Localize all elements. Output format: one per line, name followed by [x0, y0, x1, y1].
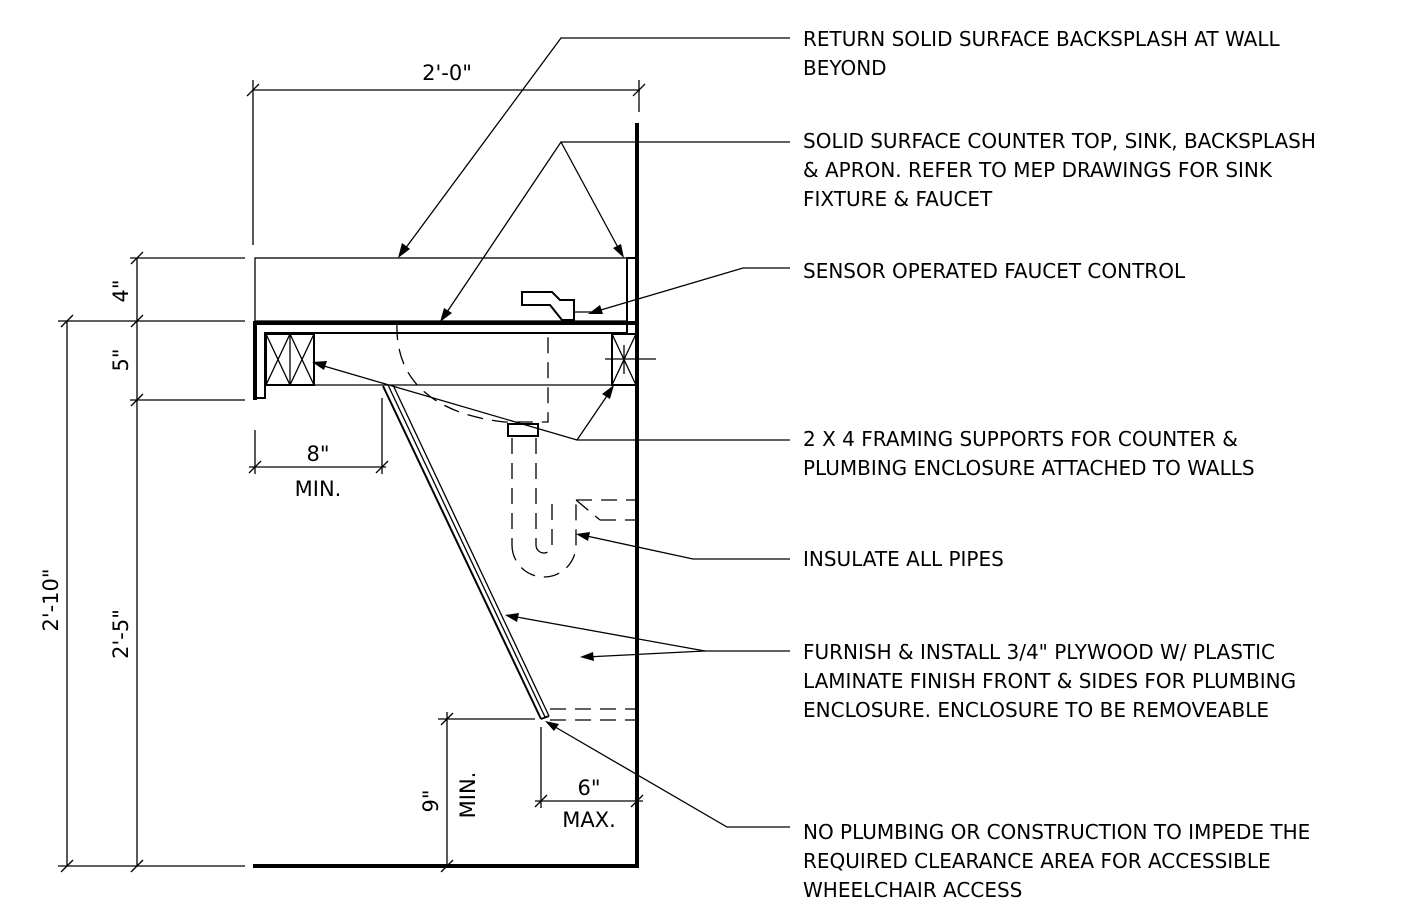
dim-knee-depth-label: 8"	[306, 442, 329, 466]
dim-backsplash-apron	[130, 251, 245, 407]
framing-block-rear	[605, 333, 656, 386]
leader-clearance-area	[545, 721, 790, 828]
p-trap-hidden	[511, 438, 637, 578]
note-insulate-pipes: INSULATE ALL PIPES	[803, 547, 1004, 571]
leader-insulate-pipes	[576, 532, 790, 560]
note-return-backsplash: RETURN SOLID SURFACE BACKSPLASH AT WALL …	[803, 27, 1286, 80]
note-faucet-control: SENSOR OPERATED FAUCET CONTROL	[803, 259, 1186, 283]
dim-toe-depth-note: MAX.	[562, 808, 616, 832]
counter-top-profile	[253, 321, 639, 400]
leader-faucet-control	[588, 267, 790, 314]
note-clearance-area: NO PLUMBING OR CONSTRUCTION TO IMPEDE TH…	[803, 820, 1317, 902]
dim-overall-height	[58, 314, 130, 873]
dim-toe-depth	[534, 727, 644, 808]
dim-toe-height	[438, 712, 535, 873]
note-counter-top: SOLID SURFACE COUNTER TOP, SINK, BACKSPL…	[803, 129, 1322, 211]
return-backsplash-outline	[254, 257, 628, 322]
plywood-enclosure-panel	[382, 384, 550, 720]
dim-knee-height	[130, 400, 245, 873]
dim-knee-height-label: 2'-5"	[109, 609, 133, 659]
dim-toe-depth-label: 6"	[577, 776, 600, 800]
framing-block-front	[265, 333, 315, 386]
dim-toe-height-note: MIN.	[456, 772, 480, 819]
leader-framing-supports	[312, 361, 790, 441]
leader-plywood-enclosure	[505, 613, 790, 661]
sink-bowl-hidden	[396, 323, 549, 423]
dim-overall-height-label: 2'-10"	[39, 568, 63, 631]
note-framing-supports: 2 X 4 FRAMING SUPPORTS FOR COUNTER & PLU…	[803, 427, 1255, 480]
faucet	[521, 291, 600, 321]
dim-backsplash-label: 4"	[109, 279, 133, 302]
dim-knee-depth	[248, 398, 389, 474]
dim-top-width-label: 2'-0"	[422, 61, 472, 85]
dim-top-width	[246, 80, 646, 245]
leader-return-backsplash	[398, 37, 790, 258]
leader-counter-top	[440, 141, 790, 322]
note-plywood-enclosure: FURNISH & INSTALL 3/4" PLYWOOD W/ PLASTI…	[803, 640, 1302, 722]
apron-front	[255, 257, 637, 399]
dim-knee-depth-note: MIN.	[295, 477, 342, 501]
dim-toe-height-label: 9"	[419, 789, 443, 812]
sink-drain	[507, 423, 539, 437]
dim-apron-label: 5"	[109, 348, 133, 371]
